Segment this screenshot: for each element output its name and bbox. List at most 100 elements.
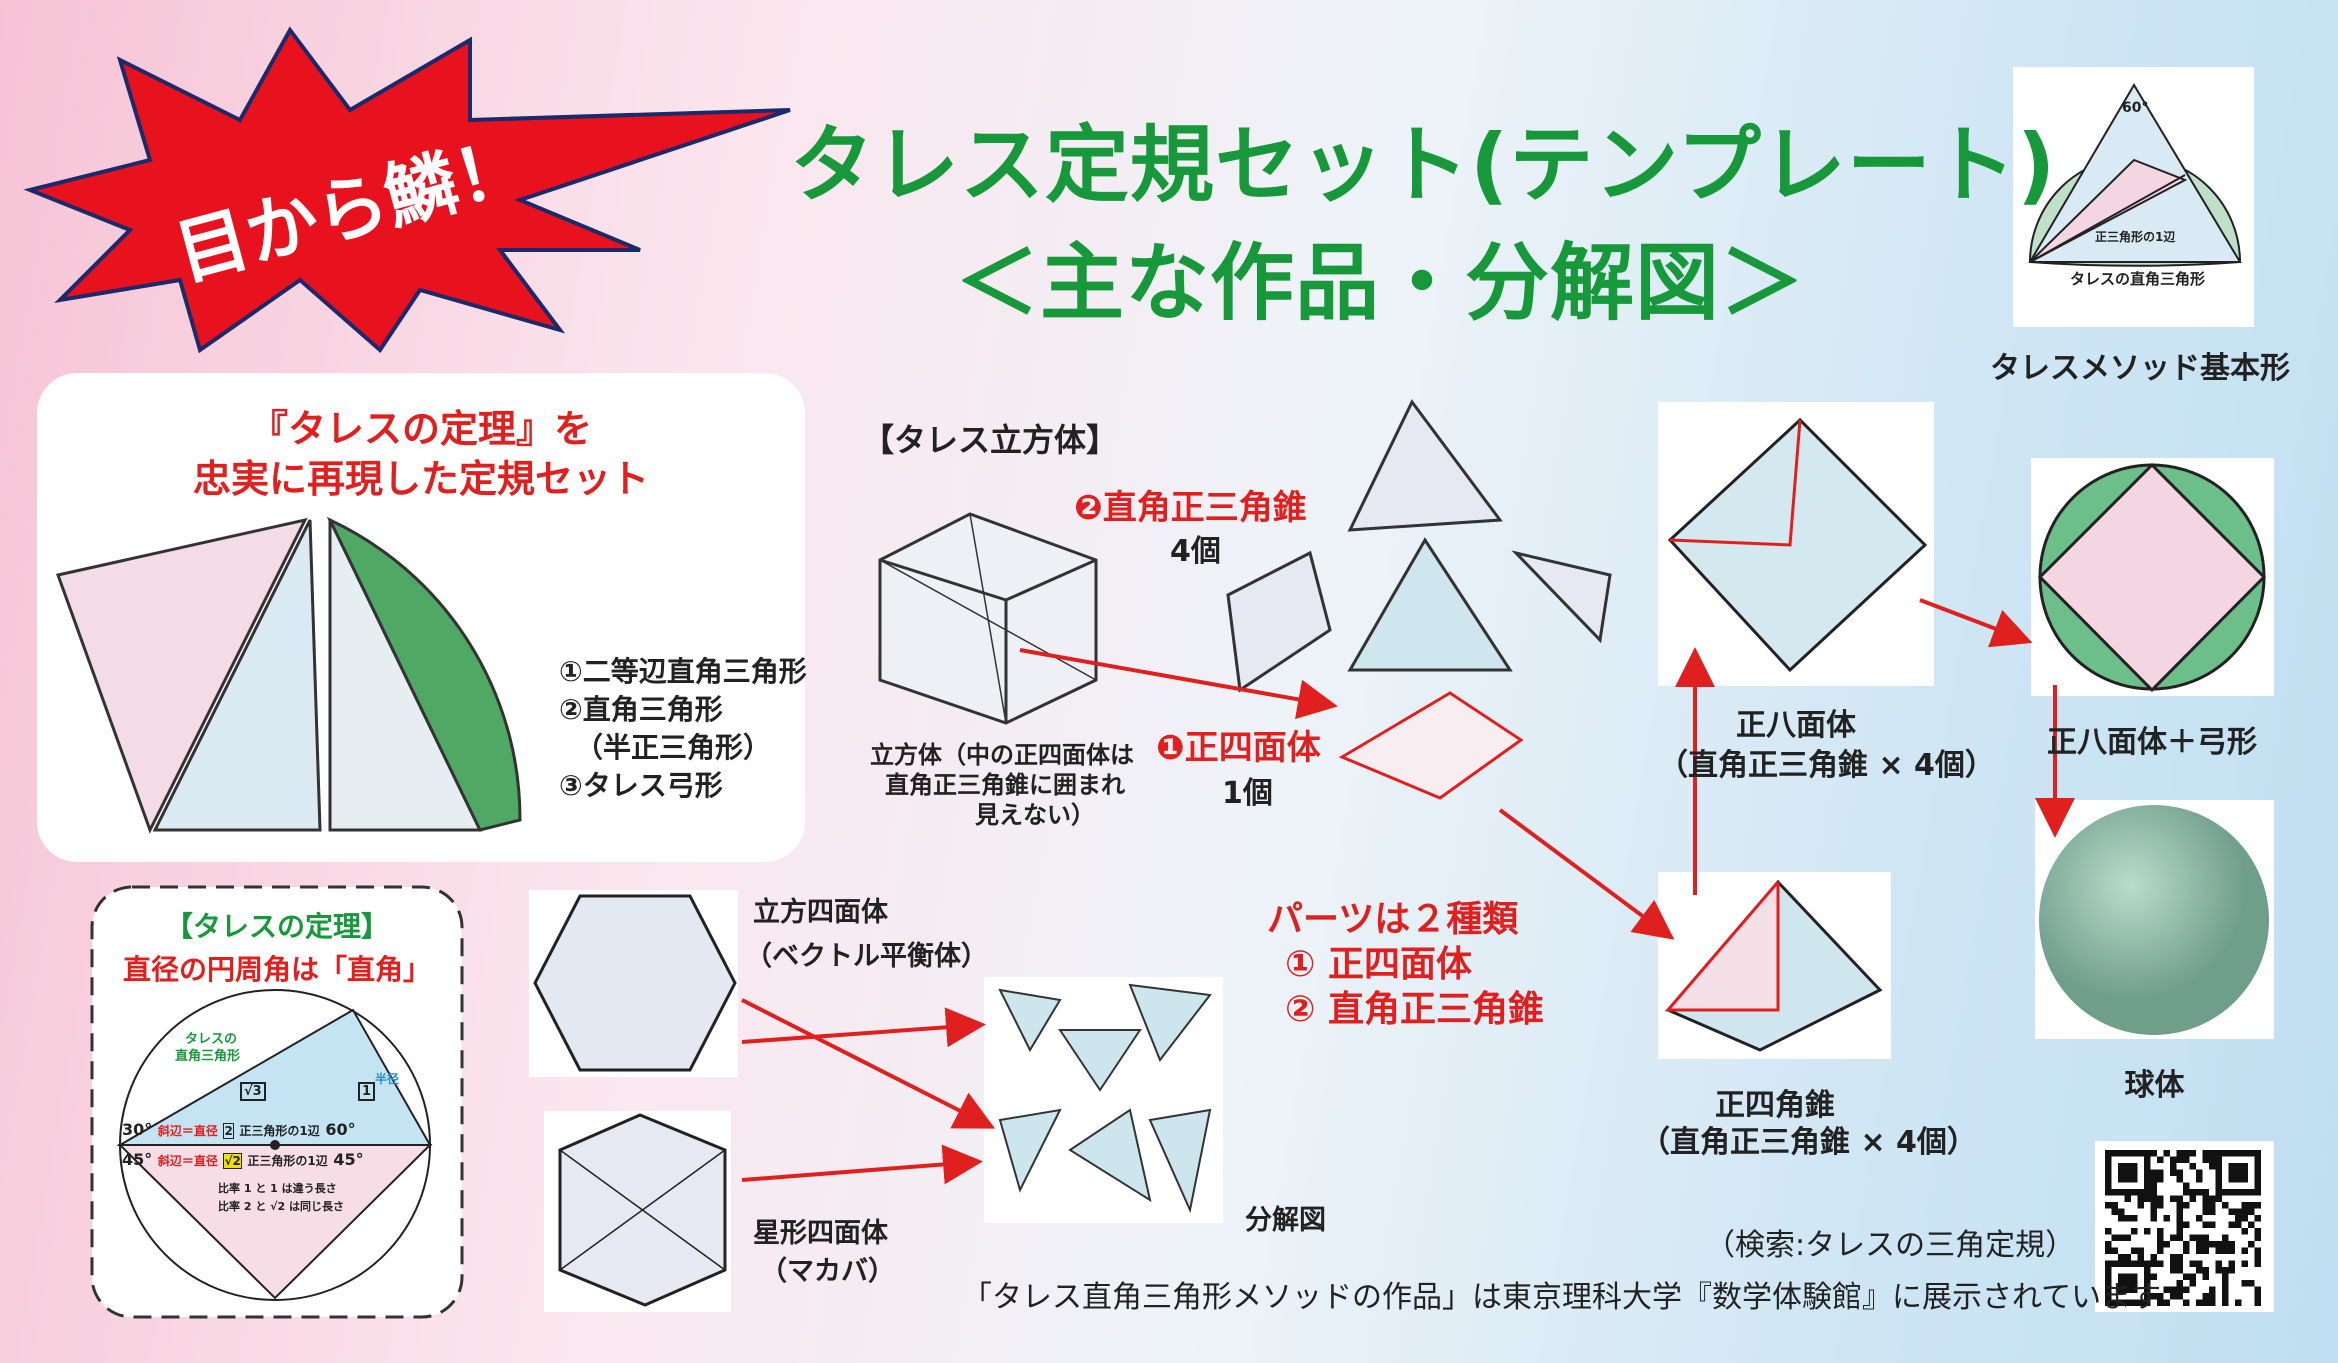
pyramid-shape <box>1664 879 1883 1052</box>
qr-module <box>2131 1247 2138 1254</box>
qr-module <box>2124 1176 2131 1183</box>
qr-module <box>2118 1215 2125 1222</box>
qr-module <box>2228 1189 2235 1196</box>
qr-module <box>2163 1150 2170 1157</box>
qr-module <box>2248 1208 2255 1215</box>
qr-module <box>2202 1234 2209 1241</box>
qr-module <box>2111 1247 2118 1254</box>
qr-module <box>2163 1299 2170 1306</box>
qr-module <box>2228 1267 2235 1274</box>
qr-module <box>2131 1169 2138 1176</box>
qr-module <box>2144 1195 2151 1202</box>
qr-module <box>2124 1150 2131 1157</box>
qr-module <box>2228 1241 2235 1248</box>
qr-module <box>2176 1215 2183 1222</box>
qr-module <box>2241 1215 2248 1222</box>
qr-module <box>2170 1163 2177 1170</box>
qr-module <box>2196 1267 2203 1274</box>
qr-module <box>2137 1299 2144 1306</box>
ruler-item: ①二等辺直角三角形 <box>559 655 807 688</box>
qr-module <box>2241 1208 2248 1215</box>
qr-module <box>2176 1234 2183 1241</box>
qr-module <box>2150 1254 2157 1261</box>
qr-module <box>2241 1260 2248 1267</box>
qr-module <box>2202 1247 2209 1254</box>
qr-module <box>2124 1189 2131 1196</box>
qr-module <box>2157 1176 2164 1183</box>
qr-module <box>2111 1189 2118 1196</box>
qr-module <box>2176 1260 2183 1267</box>
qr-module <box>2163 1241 2170 1248</box>
qr-module <box>2105 1202 2112 1209</box>
cubocta-detail: （ベクトル平衡体） <box>745 941 988 972</box>
theorem-subtitle: 直径の円周角は「直角」 <box>122 953 431 986</box>
basic-shape-diagram <box>2028 83 2242 267</box>
qr-module <box>2228 1247 2235 1254</box>
qr-module <box>2150 1215 2157 1222</box>
qr-module <box>2157 1241 2164 1248</box>
qr-module <box>2111 1208 2118 1215</box>
qr-module <box>2183 1221 2190 1228</box>
qr-module <box>2163 1215 2170 1222</box>
qr-module <box>2183 1189 2190 1196</box>
qr-module <box>2202 1293 2209 1300</box>
qr-module <box>2228 1163 2235 1170</box>
qr-module <box>2189 1195 2196 1202</box>
qr-module <box>2144 1176 2151 1183</box>
qr-module <box>2254 1234 2261 1241</box>
qr-module <box>2157 1247 2164 1254</box>
qr-module <box>2124 1195 2131 1202</box>
qr-module <box>2105 1241 2112 1248</box>
qr-module <box>2150 1169 2157 1176</box>
qr-module <box>2118 1299 2125 1306</box>
qr-module <box>2150 1260 2157 1267</box>
qr-module <box>2144 1156 2151 1163</box>
qr-module <box>2183 1182 2190 1189</box>
qr-module <box>2137 1260 2144 1267</box>
qr-module <box>2150 1202 2157 1209</box>
qr-module <box>2124 1169 2131 1176</box>
qr-module <box>2137 1202 2144 1209</box>
qr-module <box>2189 1280 2196 1287</box>
octa-arc-name: 正八面体＋弓形 <box>2047 725 2257 760</box>
qr-module <box>2150 1189 2157 1196</box>
qr-module <box>2254 1260 2261 1267</box>
qr-module <box>2215 1195 2222 1202</box>
qr-module <box>2248 1150 2255 1157</box>
qr-module <box>2144 1280 2151 1287</box>
theorem-row2: 45° 斜辺＝直径 √2 正三角形の1辺 45° <box>122 1150 364 1169</box>
theorem-diagram <box>116 989 433 1301</box>
qr-module <box>2144 1169 2151 1176</box>
ratio-2: 2 <box>223 1123 234 1139</box>
qr-module <box>2124 1299 2131 1306</box>
ratio-sqrt2: √2 <box>223 1153 242 1169</box>
qr-module <box>2202 1221 2209 1228</box>
qr-module <box>2202 1273 2209 1280</box>
qr-module <box>2222 1280 2229 1287</box>
qr-module <box>2183 1150 2190 1157</box>
qr-module <box>2202 1189 2209 1196</box>
qr-module <box>2228 1221 2235 1228</box>
qr-module <box>2228 1150 2235 1157</box>
qr-module <box>2170 1260 2177 1267</box>
qr-module <box>2144 1260 2151 1267</box>
exploded-pieces <box>998 983 1212 1214</box>
qr-module <box>2202 1241 2209 1248</box>
qr-module <box>2254 1176 2261 1183</box>
qr-module <box>2176 1150 2183 1157</box>
qr-module <box>2189 1189 2196 1196</box>
qr-module <box>2241 1189 2248 1196</box>
qr-module <box>2118 1273 2125 1280</box>
qr-module <box>2222 1189 2229 1196</box>
qr-module <box>2118 1150 2125 1157</box>
theorem-heading: 【タレスの定理】 <box>164 910 389 943</box>
qr-module <box>2170 1169 2177 1176</box>
qr-module <box>2124 1215 2131 1222</box>
qr-code-pattern <box>2105 1150 2261 1306</box>
qr-module <box>2254 1228 2261 1235</box>
qr-module <box>2222 1247 2229 1254</box>
qr-module <box>2137 1195 2144 1202</box>
star-detail: （マカバ） <box>760 1256 895 1287</box>
qr-module <box>2215 1241 2222 1248</box>
qr-module <box>2222 1273 2229 1280</box>
